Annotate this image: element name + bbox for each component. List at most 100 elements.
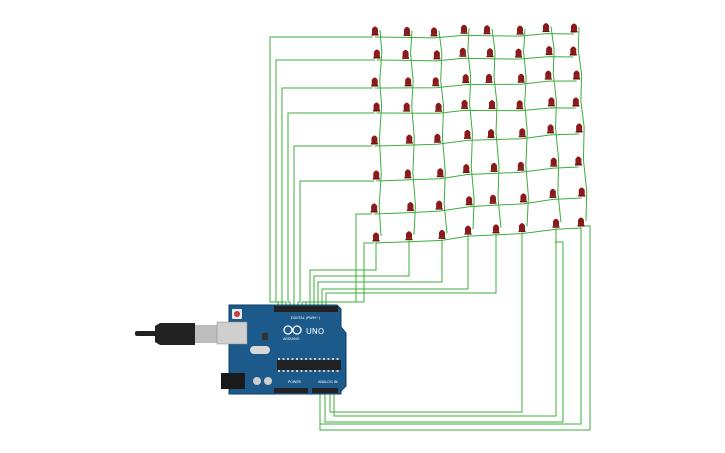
led-icon[interactable]: [465, 196, 473, 206]
wire[interactable]: [293, 145, 373, 308]
wire[interactable]: [313, 240, 410, 308]
wire[interactable]: [374, 80, 577, 89]
wire[interactable]: [317, 239, 443, 308]
wire[interactable]: [324, 241, 564, 423]
led-icon[interactable]: [552, 218, 560, 228]
wire[interactable]: [333, 228, 557, 417]
led-icon[interactable]: [517, 161, 525, 171]
wire[interactable]: [378, 29, 383, 237]
led-icon[interactable]: [462, 74, 470, 84]
led-icon[interactable]: [372, 170, 380, 180]
led-icon[interactable]: [463, 129, 471, 139]
led-icon[interactable]: [573, 70, 581, 80]
led-icon[interactable]: [492, 224, 500, 234]
wire[interactable]: [301, 213, 373, 308]
led-icon[interactable]: [572, 97, 580, 107]
wire[interactable]: [269, 36, 373, 308]
led-icon[interactable]: [547, 124, 555, 134]
led-icon[interactable]: [371, 77, 379, 87]
led-icon[interactable]: [436, 168, 444, 178]
led-icon[interactable]: [545, 46, 553, 56]
wire[interactable]: [410, 30, 416, 235]
led-icon[interactable]: [569, 46, 577, 56]
led-icon[interactable]: [518, 128, 526, 138]
wire[interactable]: [438, 30, 448, 234]
wire[interactable]: [329, 232, 523, 413]
led-icon[interactable]: [373, 49, 381, 59]
led-icon[interactable]: [544, 70, 552, 80]
wire[interactable]: [374, 197, 582, 215]
wire[interactable]: [305, 242, 374, 308]
led-icon[interactable]: [485, 73, 493, 83]
wire[interactable]: [287, 112, 375, 308]
led-icon[interactable]: [462, 164, 470, 174]
led-icon[interactable]: [370, 203, 378, 213]
led-icon[interactable]: [404, 169, 412, 179]
led-icon[interactable]: [516, 100, 524, 110]
wire[interactable]: [297, 180, 375, 308]
digital-header[interactable]: [274, 306, 338, 312]
power-header[interactable]: [274, 388, 308, 393]
led-icon[interactable]: [549, 188, 557, 198]
led-icon[interactable]: [516, 25, 524, 35]
analog-header[interactable]: [312, 388, 338, 393]
led-icon[interactable]: [430, 27, 438, 37]
led-icon[interactable]: [371, 26, 379, 36]
led-icon[interactable]: [550, 157, 558, 167]
wire[interactable]: [309, 242, 377, 308]
led-icon[interactable]: [406, 202, 414, 212]
led-icon[interactable]: [370, 135, 378, 145]
led-icon[interactable]: [489, 194, 497, 204]
led-icon[interactable]: [577, 217, 585, 227]
led-icon[interactable]: [405, 134, 413, 144]
wire[interactable]: [577, 26, 588, 222]
wire[interactable]: [550, 26, 562, 223]
wire[interactable]: [374, 133, 580, 147]
led-icon[interactable]: [403, 26, 411, 36]
wire[interactable]: [467, 28, 475, 230]
led-icon[interactable]: [518, 223, 526, 233]
led-icon[interactable]: [483, 25, 491, 35]
led-icon[interactable]: [570, 23, 578, 33]
led-icon[interactable]: [490, 162, 498, 172]
wire[interactable]: [319, 225, 591, 431]
wire[interactable]: [321, 235, 469, 308]
wire[interactable]: [319, 227, 582, 425]
led-icon[interactable]: [438, 229, 446, 239]
led-icon[interactable]: [464, 225, 472, 235]
wire[interactable]: [325, 233, 497, 308]
led-icon[interactable]: [547, 97, 555, 107]
led-icon[interactable]: [372, 232, 380, 242]
led-icon[interactable]: [435, 102, 443, 112]
led-icon[interactable]: [435, 200, 443, 210]
wire[interactable]: [491, 28, 502, 228]
led-icon[interactable]: [373, 102, 381, 112]
led-icon[interactable]: [488, 100, 496, 110]
led-icon[interactable]: [515, 48, 523, 58]
led-icon[interactable]: [575, 123, 583, 133]
led-icon[interactable]: [433, 133, 441, 143]
usb-cable[interactable]: [135, 323, 219, 345]
led-icon[interactable]: [486, 48, 494, 58]
led-icon[interactable]: [578, 187, 586, 197]
led-icon[interactable]: [517, 73, 525, 83]
wire[interactable]: [523, 29, 529, 227]
led-icon[interactable]: [432, 77, 440, 87]
led-icon[interactable]: [459, 47, 467, 57]
led-icon[interactable]: [574, 156, 582, 166]
wire[interactable]: [375, 227, 582, 244]
led-icon[interactable]: [461, 99, 469, 109]
led-icon[interactable]: [542, 23, 550, 33]
led-icon[interactable]: [519, 193, 527, 203]
led-icon[interactable]: [460, 24, 468, 34]
led-icon[interactable]: [403, 102, 411, 112]
led-icon[interactable]: [404, 77, 412, 87]
led-icon[interactable]: [402, 49, 410, 59]
led-icon[interactable]: [405, 231, 413, 241]
arduino-board[interactable]: DIGITAL (PWM~) ARDUINO UNO POWER ANALOG …: [216, 304, 347, 395]
wire[interactable]: [281, 87, 373, 308]
led-icon[interactable]: [433, 50, 441, 60]
led-icon[interactable]: [487, 129, 495, 139]
wire[interactable]: [275, 59, 375, 308]
